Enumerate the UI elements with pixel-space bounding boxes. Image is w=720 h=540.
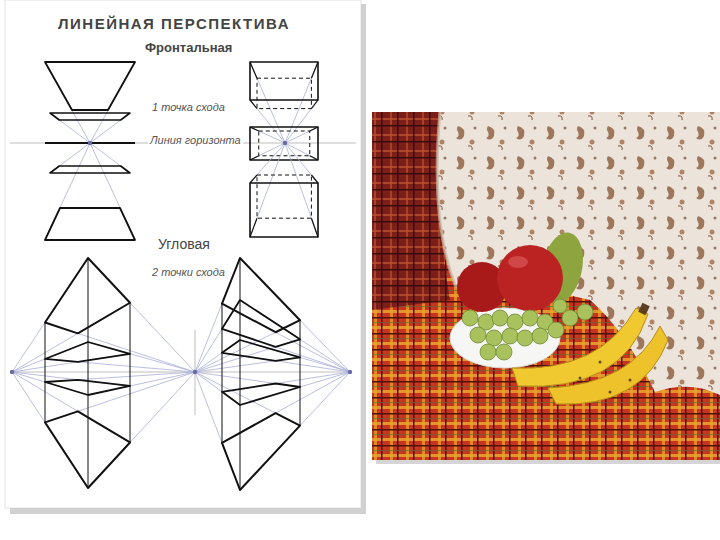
plane (222, 300, 300, 347)
annotation: 2 точки схода (150, 266, 227, 279)
construction-line (250, 143, 285, 237)
box-edge (250, 100, 257, 109)
box-edge (250, 62, 257, 78)
plane (222, 384, 300, 405)
construction-line (250, 143, 285, 183)
box-edge (310, 156, 318, 160)
vanishing-point (348, 370, 352, 374)
plane (222, 413, 300, 490)
vertical-edge (88, 258, 89, 488)
box-edge (311, 175, 318, 183)
construction-line (285, 100, 318, 143)
box-edge (311, 62, 318, 78)
box-edge (250, 156, 259, 160)
plane (45, 258, 130, 333)
perspective-drawings (10, 62, 356, 490)
plane (50, 113, 130, 120)
box-edge (250, 127, 259, 131)
vertical-edge (222, 304, 223, 443)
section-heading: Угловая (158, 236, 210, 252)
plane (222, 340, 300, 361)
plane (45, 62, 135, 110)
still-life-photo (372, 112, 720, 460)
box-edge (310, 127, 318, 131)
vanishing-point (88, 141, 92, 145)
box-back (259, 131, 310, 156)
section-heading: Фронтальная (145, 41, 232, 56)
box-front (250, 183, 318, 237)
plane (45, 342, 130, 362)
horizon-line (10, 372, 352, 373)
box-edge (311, 218, 318, 237)
panel (5, 0, 361, 508)
vanishing-point (10, 370, 14, 374)
box-front (250, 127, 318, 160)
axis-label: Линия горизонта (148, 134, 243, 147)
vertical-edge (45, 323, 46, 423)
plane (50, 166, 130, 173)
vertical-edge (130, 303, 131, 443)
box-back (257, 175, 311, 218)
vertical-edge (300, 320, 301, 425)
construction-line (285, 127, 318, 143)
annotation: 1 точка схода (150, 101, 227, 114)
plane (222, 258, 300, 332)
plane (45, 411, 130, 488)
box-edge (250, 218, 257, 237)
construction-line (285, 143, 318, 237)
construction-line (250, 100, 285, 143)
vertical-edge (240, 258, 241, 490)
box-edge (311, 100, 318, 109)
box-back (257, 78, 311, 108)
construction-line (250, 127, 285, 143)
vanishing-point (283, 141, 287, 145)
diagram-title: ЛИНЕЙНАЯ ПЕРСПЕКТИВА (58, 15, 290, 32)
box-edge (250, 175, 257, 183)
plane (45, 208, 135, 240)
plane (45, 380, 130, 395)
construction-line (285, 143, 318, 183)
vanishing-point (193, 370, 197, 374)
box-front (250, 62, 318, 100)
